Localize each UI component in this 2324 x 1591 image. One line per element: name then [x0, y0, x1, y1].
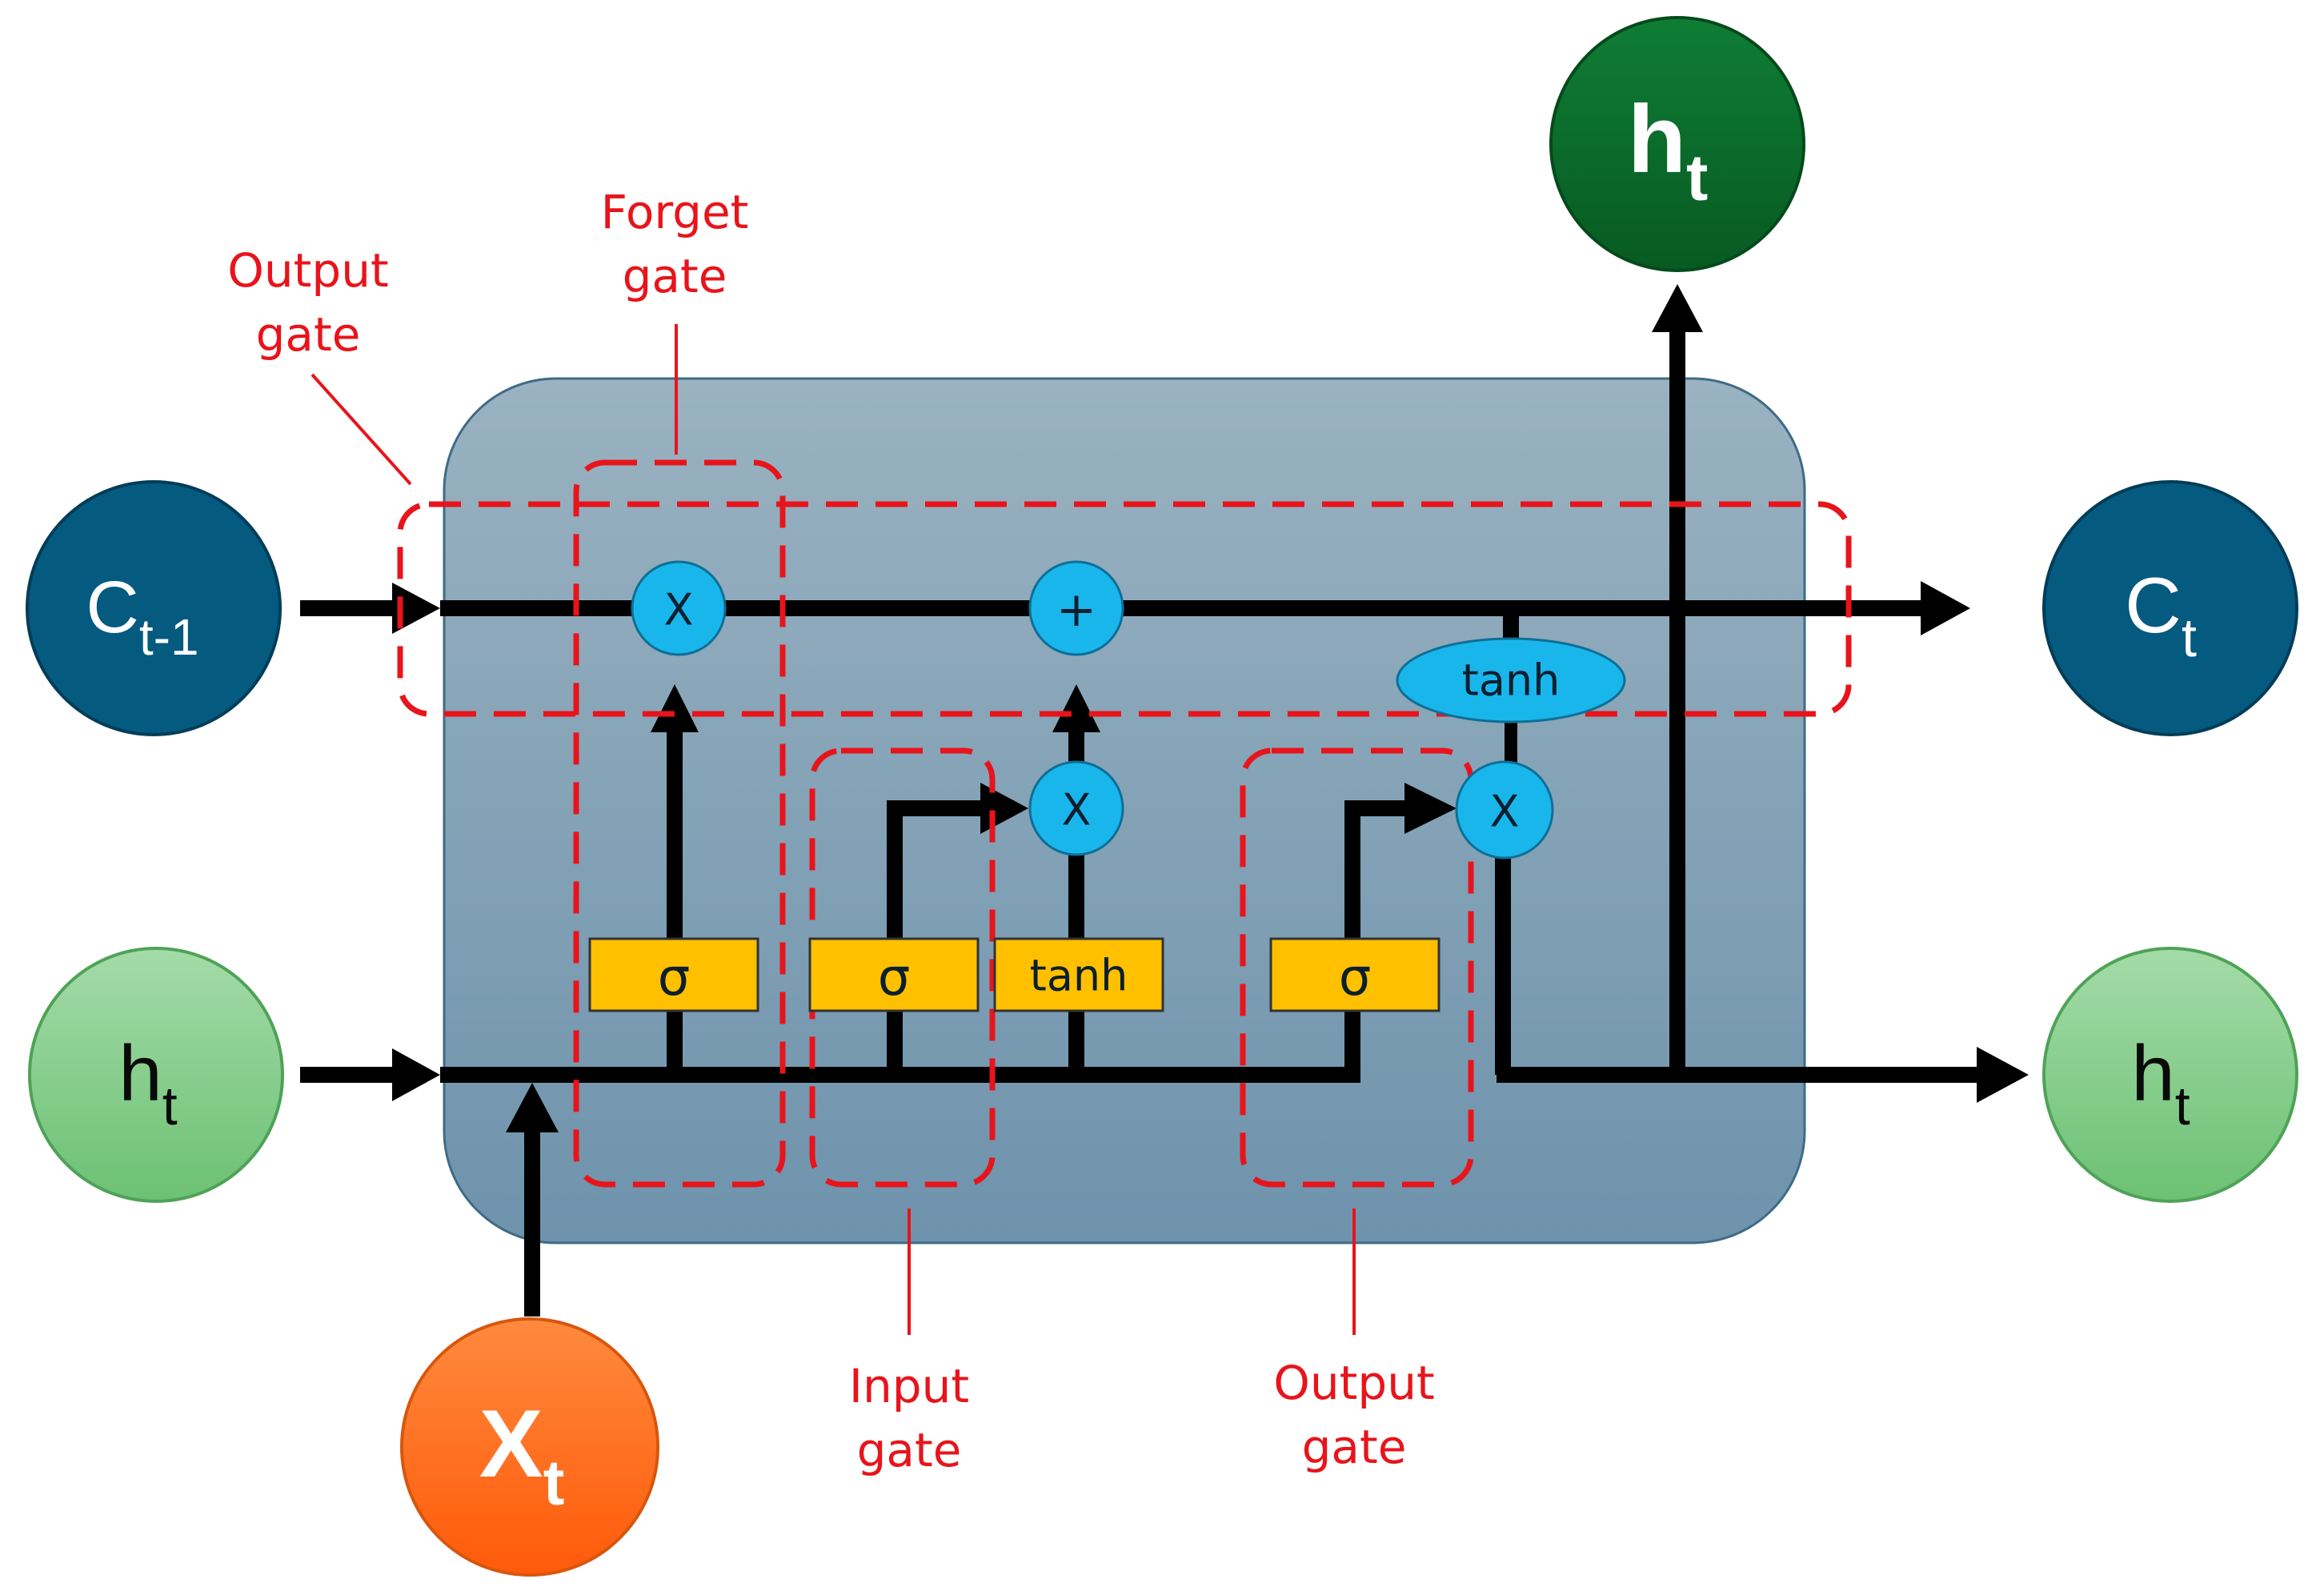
forget-gate-arrowhead: [651, 684, 699, 732]
cell-tanh-label: tanh: [1462, 655, 1561, 706]
cell-add-op: +: [1028, 560, 1124, 656]
hidden-up-arrowhead: [1652, 284, 1703, 332]
hidden-state-out-node: ht: [2042, 947, 2298, 1203]
forget-multiply-op: X: [631, 560, 727, 656]
forget-gate-label-line2: gate: [623, 249, 727, 303]
svg-text:Ct-1: Ct-1: [86, 567, 198, 666]
cell-state-out-node: Ct: [2042, 480, 2298, 736]
hidden-state-top-main: h: [1628, 86, 1686, 193]
cell-state-out-sub: t: [2182, 607, 2197, 668]
forget-sigma-box: σ: [588, 937, 759, 1012]
input-multiply-label: X: [1062, 785, 1092, 836]
output-gate-bottom-outline: [1240, 747, 1474, 1188]
cell-state-prev-sub: t-1: [139, 608, 199, 666]
candidate-tanh-label: tanh: [1030, 951, 1128, 1001]
svg-text:ht: ht: [1628, 86, 1709, 214]
cell-tanh-op: tanh: [1396, 637, 1626, 723]
candidate-tanh-box: tanh: [993, 937, 1164, 1012]
cell-out-arrowhead: [1921, 581, 1970, 635]
hidden-state-prev-node: ht: [28, 947, 284, 1203]
input-x-node: Xt: [400, 1317, 659, 1577]
output-gate-top-outline: [397, 501, 1852, 717]
hidden-out-arrowhead: [1977, 1047, 2029, 1103]
output-gate-arrowhead: [1404, 783, 1457, 834]
forget-sigma-label: σ: [658, 948, 691, 1008]
cell-state-prev-main: C: [86, 567, 138, 648]
output-multiply-label: X: [1490, 787, 1520, 837]
forget-gate-outline: [573, 459, 786, 1188]
input-to-add-arrowhead: [1052, 684, 1100, 732]
svg-text:Ct: Ct: [2125, 561, 2197, 668]
output-gate-top-label-line1: Output: [227, 243, 388, 298]
input-gate-label-line2: gate: [857, 1423, 962, 1477]
output-sigma-label: σ: [1339, 948, 1372, 1008]
output-gate-bottom-label-line1: Output: [1273, 1356, 1434, 1410]
hidden-state-out-main: h: [2131, 1029, 2175, 1117]
output-gate-bottom-label-line2: gate: [1302, 1420, 1407, 1474]
cell-prev-arrowhead: [392, 583, 440, 634]
svg-text:ht: ht: [118, 1029, 178, 1136]
hidden-state-top-node: ht: [1549, 16, 1805, 272]
input-up-arrowhead: [506, 1083, 559, 1132]
input-gate-label-line1: Input: [849, 1359, 969, 1413]
forget-multiply-label: X: [664, 585, 694, 635]
output-sigma-box: σ: [1269, 937, 1440, 1012]
input-multiply-op: X: [1028, 760, 1124, 856]
hidden-state-top-sub: t: [1686, 142, 1708, 214]
svg-text:Xt: Xt: [479, 1390, 565, 1518]
gate-label-pointers: [311, 324, 1356, 1335]
output-multiply-op: X: [1455, 760, 1554, 860]
cell-state-prev-node: Ct-1: [26, 480, 282, 736]
input-sigma-label: σ: [878, 948, 911, 1008]
output-gate-top-label-line2: gate: [256, 307, 361, 362]
input-x-sub: t: [543, 1447, 565, 1518]
cell-add-label: +: [1056, 582, 1096, 638]
input-x-main: X: [479, 1390, 543, 1497]
forget-gate-label-line1: Forget: [601, 185, 749, 239]
hidden-state-prev-main: h: [118, 1029, 162, 1117]
lstm-cell-body: [443, 377, 1806, 1244]
svg-text:ht: ht: [2131, 1029, 2190, 1136]
input-sigma-box: σ: [808, 937, 980, 1012]
hidden-prev-arrowhead: [392, 1048, 440, 1101]
hidden-state-out-sub: t: [2175, 1076, 2190, 1136]
hidden-state-prev-sub: t: [162, 1076, 178, 1136]
cell-state-out-main: C: [2125, 561, 2182, 649]
